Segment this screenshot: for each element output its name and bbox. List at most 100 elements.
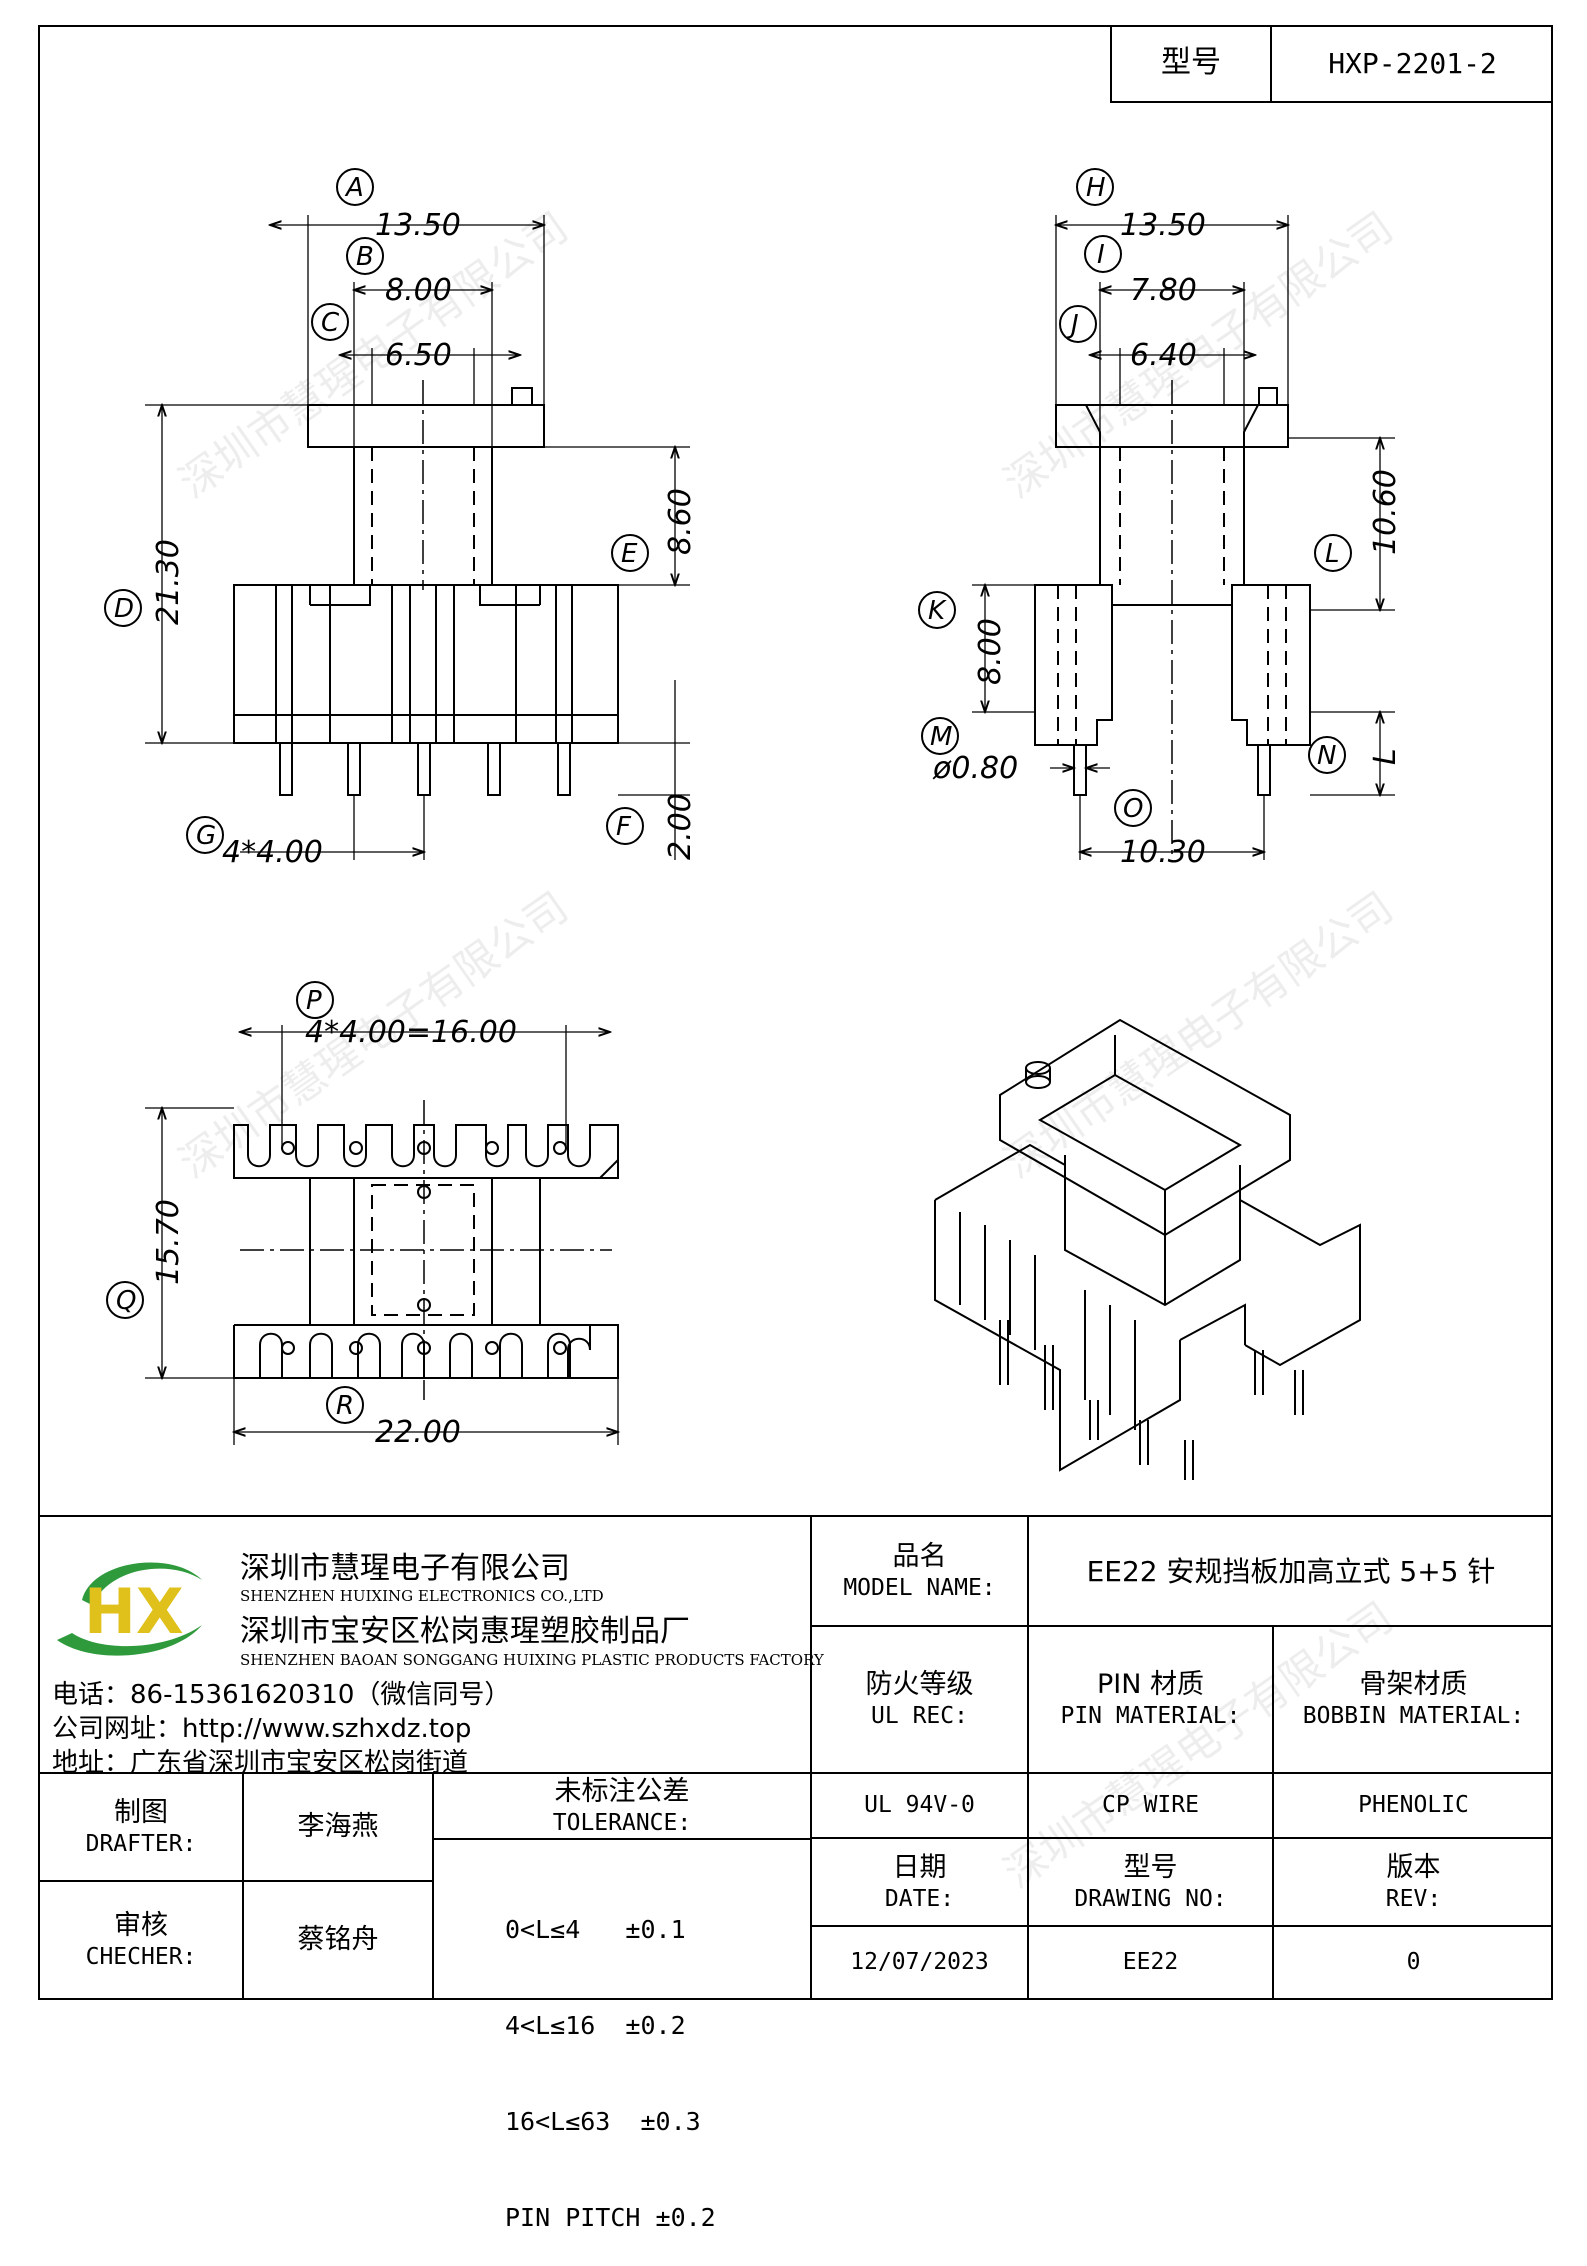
model-name-value: EE22 安规挡板加高立式 5+5 针 [1086,1554,1496,1588]
label-f: F [616,812,632,842]
pin-material-cn: PIN 材质 [1096,1669,1205,1701]
drafter-en: DRAFTER: [85,1830,197,1857]
dim-d: 21.30 [151,539,186,625]
tolerance-line: PIN PITCH ±0.2 [505,2203,716,2232]
dim-l: 10.60 [1368,469,1403,555]
bobbin-material-value: PHENOLIC [1358,1792,1469,1819]
label-k: K [928,596,947,626]
grid-line [810,1625,1553,1627]
company-name-cn: 深圳市慧瑆电子有限公司 [240,1551,570,1586]
pin-material-header: PIN 材质 PIN MATERIAL: [1029,1627,1272,1772]
ul-rec-value: UL 94V-0 [864,1792,975,1819]
grid-line [810,1837,1553,1839]
rev-cn: 版本 [1386,1851,1441,1883]
dim-b: 8.00 [385,273,452,308]
dim-c: 6.50 [385,338,452,373]
grid-line [38,1880,432,1882]
ul-rec-en: UL REC: [871,1703,968,1729]
date-en: DATE: [884,1885,955,1912]
label-q: Q [116,1286,136,1316]
label-j: J [1066,310,1079,340]
label-h: H [1086,173,1106,203]
date-value: 12/07/2023 [850,1949,989,1976]
checker-cn: 审核 [114,1909,168,1941]
dim-p: 4*4.00=16.00 [305,1015,517,1050]
dim-j: 6.40 [1130,338,1197,373]
dim-h: 13.50 [1120,208,1206,243]
logo-text: HX [84,1575,184,1648]
grid-line [810,1515,812,2000]
title-block-top-border [38,1515,1553,1517]
pin-material-value: CP WIRE [1102,1792,1199,1819]
tolerance-line: 4<L≤16 ±0.2 [505,2011,686,2040]
model-label: 型号 [1112,25,1272,101]
ul-rec-header: 防火等级 UL REC: [812,1627,1027,1772]
drawing-no-cn: 型号 [1123,1851,1178,1883]
dim-g: 4*4.00 [222,835,323,870]
date-cn: 日期 [892,1851,947,1883]
tolerance-list: 0<L≤4 ±0.1 4<L≤16 ±0.2 16<L≤63 ±0.3 PIN … [505,1850,805,2266]
bottom-view [106,981,618,1445]
factory-name-cn: 深圳市宝安区松岗惠瑆塑胶制品厂 [240,1614,690,1649]
label-b: B [356,242,374,272]
date-header: 日期 DATE: [812,1839,1027,1925]
dim-q: 15.70 [151,1199,186,1285]
tolerance-cn: 未标注公差 [554,1775,690,1807]
dim-k: 8.00 [973,618,1008,685]
label-e: E [621,539,638,569]
side-view [918,168,1395,860]
dim-i: 7.80 [1130,273,1197,308]
bobbin-material-cn: 骨架材质 [1359,1669,1468,1701]
dim-e: 8.60 [663,488,698,555]
dim-n: L [1368,748,1403,765]
pin-material-en: PIN MATERIAL: [1060,1703,1241,1729]
label-p: P [306,986,322,1016]
factory-name-en: SHENZHEN BAOAN SONGGANG HUIXING PLASTIC … [240,1651,824,1669]
drafter-header: 制图 DRAFTER: [40,1774,242,1880]
label-o: O [1123,794,1143,824]
label-g: G [196,821,216,851]
label-i: I [1097,240,1105,270]
dim-m: ø0.80 [932,751,1018,786]
tolerance-header: 未标注公差 TOLERANCE: [434,1774,810,1838]
model-name-header: 品名 MODEL NAME: [812,1517,1027,1625]
grid-line [1027,1515,1029,2000]
technical-drawing: 13.50 8.00 6.50 21.30 8.60 2.00 4*4.00 A… [104,168,1403,1480]
hx-logo-icon: HX [57,1562,202,1656]
checker-header: 审核 CHECHER: [40,1882,242,1998]
label-d: D [114,594,134,624]
rev-header: 版本 REV: [1274,1839,1553,1925]
company-name-en: SHENZHEN HUIXING ELECTRONICS CO.,LTD [240,1587,604,1605]
dim-f: 2.00 [663,793,698,860]
drawing-no-header: 型号 DRAWING NO: [1029,1839,1272,1925]
tolerance-line: 0<L≤4 ±0.1 [505,1915,686,1944]
grid-line [1272,1625,1274,2000]
dim-o: 10.30 [1120,835,1206,870]
label-n: N [1317,741,1336,771]
tolerance-en: TOLERANCE: [552,1809,692,1836]
label-c: C [321,308,340,338]
drawing-no-en: DRAWING NO: [1074,1885,1227,1912]
drafter-value: 李海燕 [297,1811,379,1843]
grid-line [432,1838,812,1840]
bobbin-material-en: BOBBIN MATERIAL: [1302,1703,1525,1729]
website[interactable]: 公司网址：http://www.szhxdz.top [52,1714,472,1744]
tolerance-line: 16<L≤63 ±0.3 [505,2107,701,2136]
ul-rec-cn: 防火等级 [865,1669,974,1701]
isometric-view [934,1018,1361,1480]
label-m: M [930,722,952,752]
grid-line [242,1772,244,2000]
model-number-box: 型号 HXP-2201-2 [1110,25,1553,103]
rev-en: REV: [1385,1885,1442,1912]
bobbin-material-header: 骨架材质 BOBBIN MATERIAL: [1274,1627,1553,1772]
phone: 电话：86-15361620310（微信同号） [52,1680,511,1710]
dim-a: 13.50 [375,208,461,243]
front-view [104,168,690,860]
model-name-en: MODEL NAME: [843,1574,996,1601]
label-l: L [1325,539,1340,569]
checker-en: CHECHER: [85,1943,197,1970]
drafter-cn: 制图 [114,1796,168,1828]
company-logo: HX [52,1545,220,1665]
drawing-no-value: EE22 [1122,1949,1179,1976]
checker-value: 蔡铭舟 [297,1924,379,1956]
